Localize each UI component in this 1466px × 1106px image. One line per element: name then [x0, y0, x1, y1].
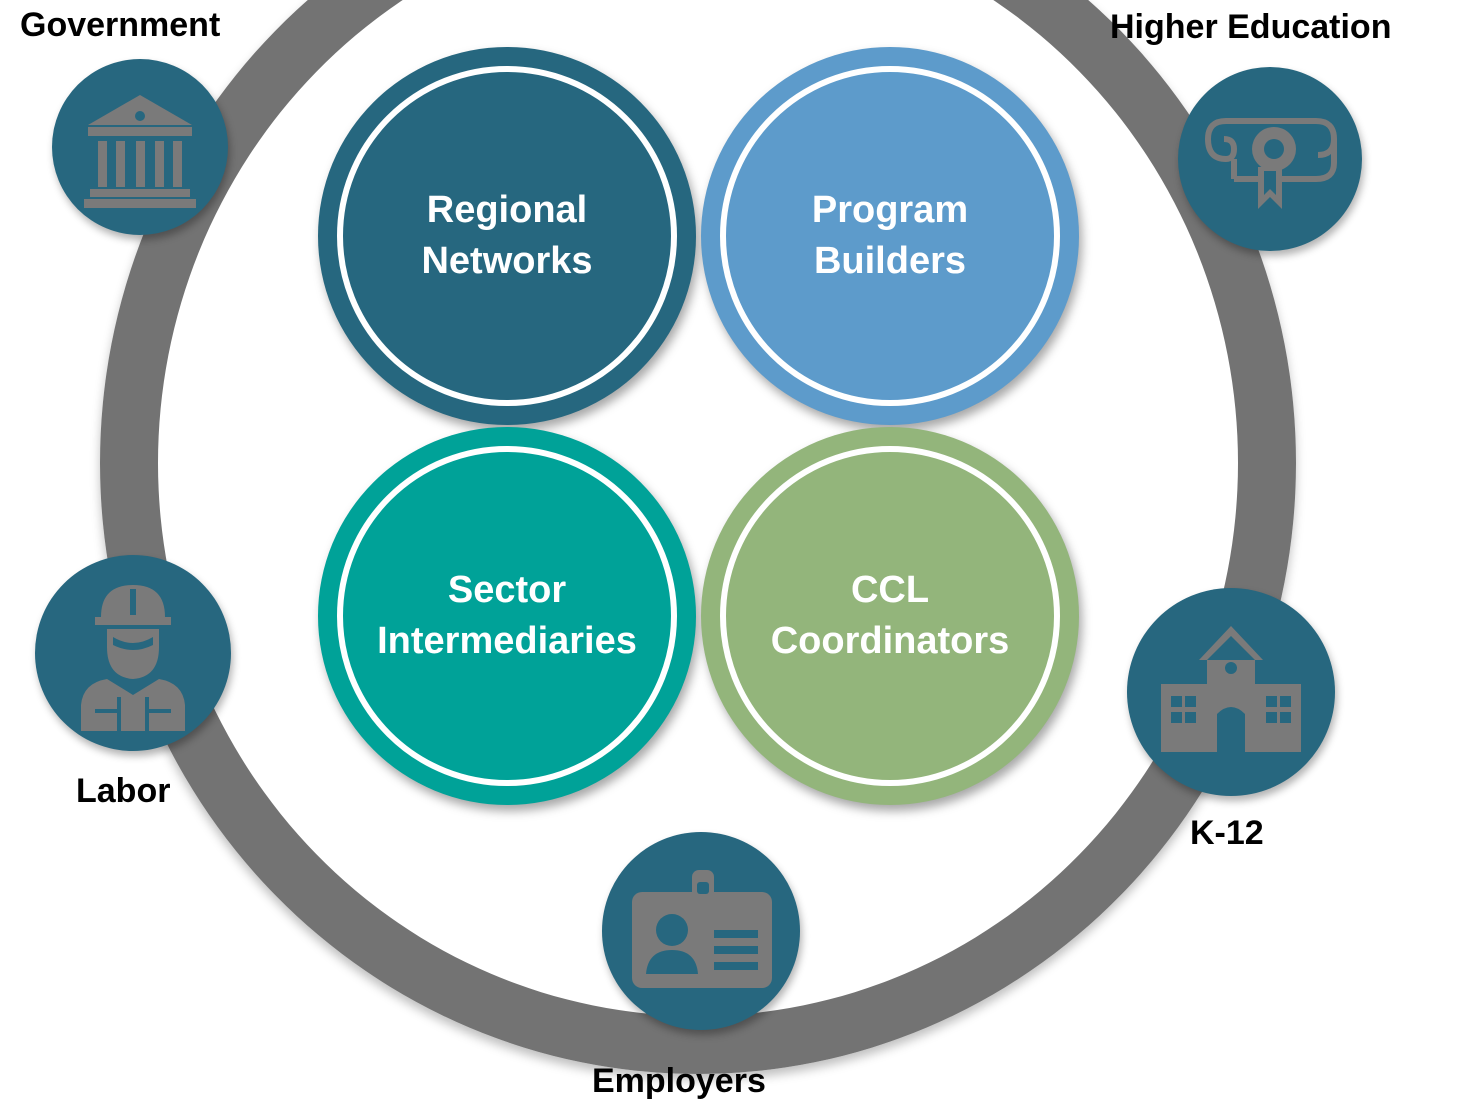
regional-networks-label: Regional Networks	[421, 189, 593, 282]
government-building-icon	[84, 95, 196, 208]
regional-networks-circle: Regional Networks	[318, 47, 696, 425]
labor-circle	[35, 555, 231, 751]
employers-circle	[602, 832, 800, 1030]
k12-label: K-12	[1190, 814, 1264, 852]
higher-education-circle	[1178, 67, 1362, 251]
program-builders-label: Program Builders	[811, 189, 969, 282]
id-badge-icon	[632, 870, 772, 988]
sector-intermediaries-label: Sector Intermediaries	[377, 569, 637, 662]
school-icon	[1161, 626, 1301, 752]
ccl-coordinators-circle: CCL Coordinators	[701, 427, 1079, 805]
government-label: Government	[20, 6, 221, 44]
worker-icon	[81, 585, 185, 731]
higher-education-label: Higher Education	[1110, 8, 1392, 46]
k12-circle	[1127, 588, 1335, 796]
labor-label: Labor	[76, 772, 171, 810]
program-builders-circle: Program Builders	[701, 47, 1079, 425]
employers-label: Employers	[592, 1062, 766, 1100]
sector-intermediaries-circle: Sector Intermediaries	[318, 427, 696, 805]
ccl-coordinators-label: CCL Coordinators	[770, 569, 1010, 662]
diploma-icon	[1205, 118, 1337, 209]
government-circle	[52, 59, 228, 235]
